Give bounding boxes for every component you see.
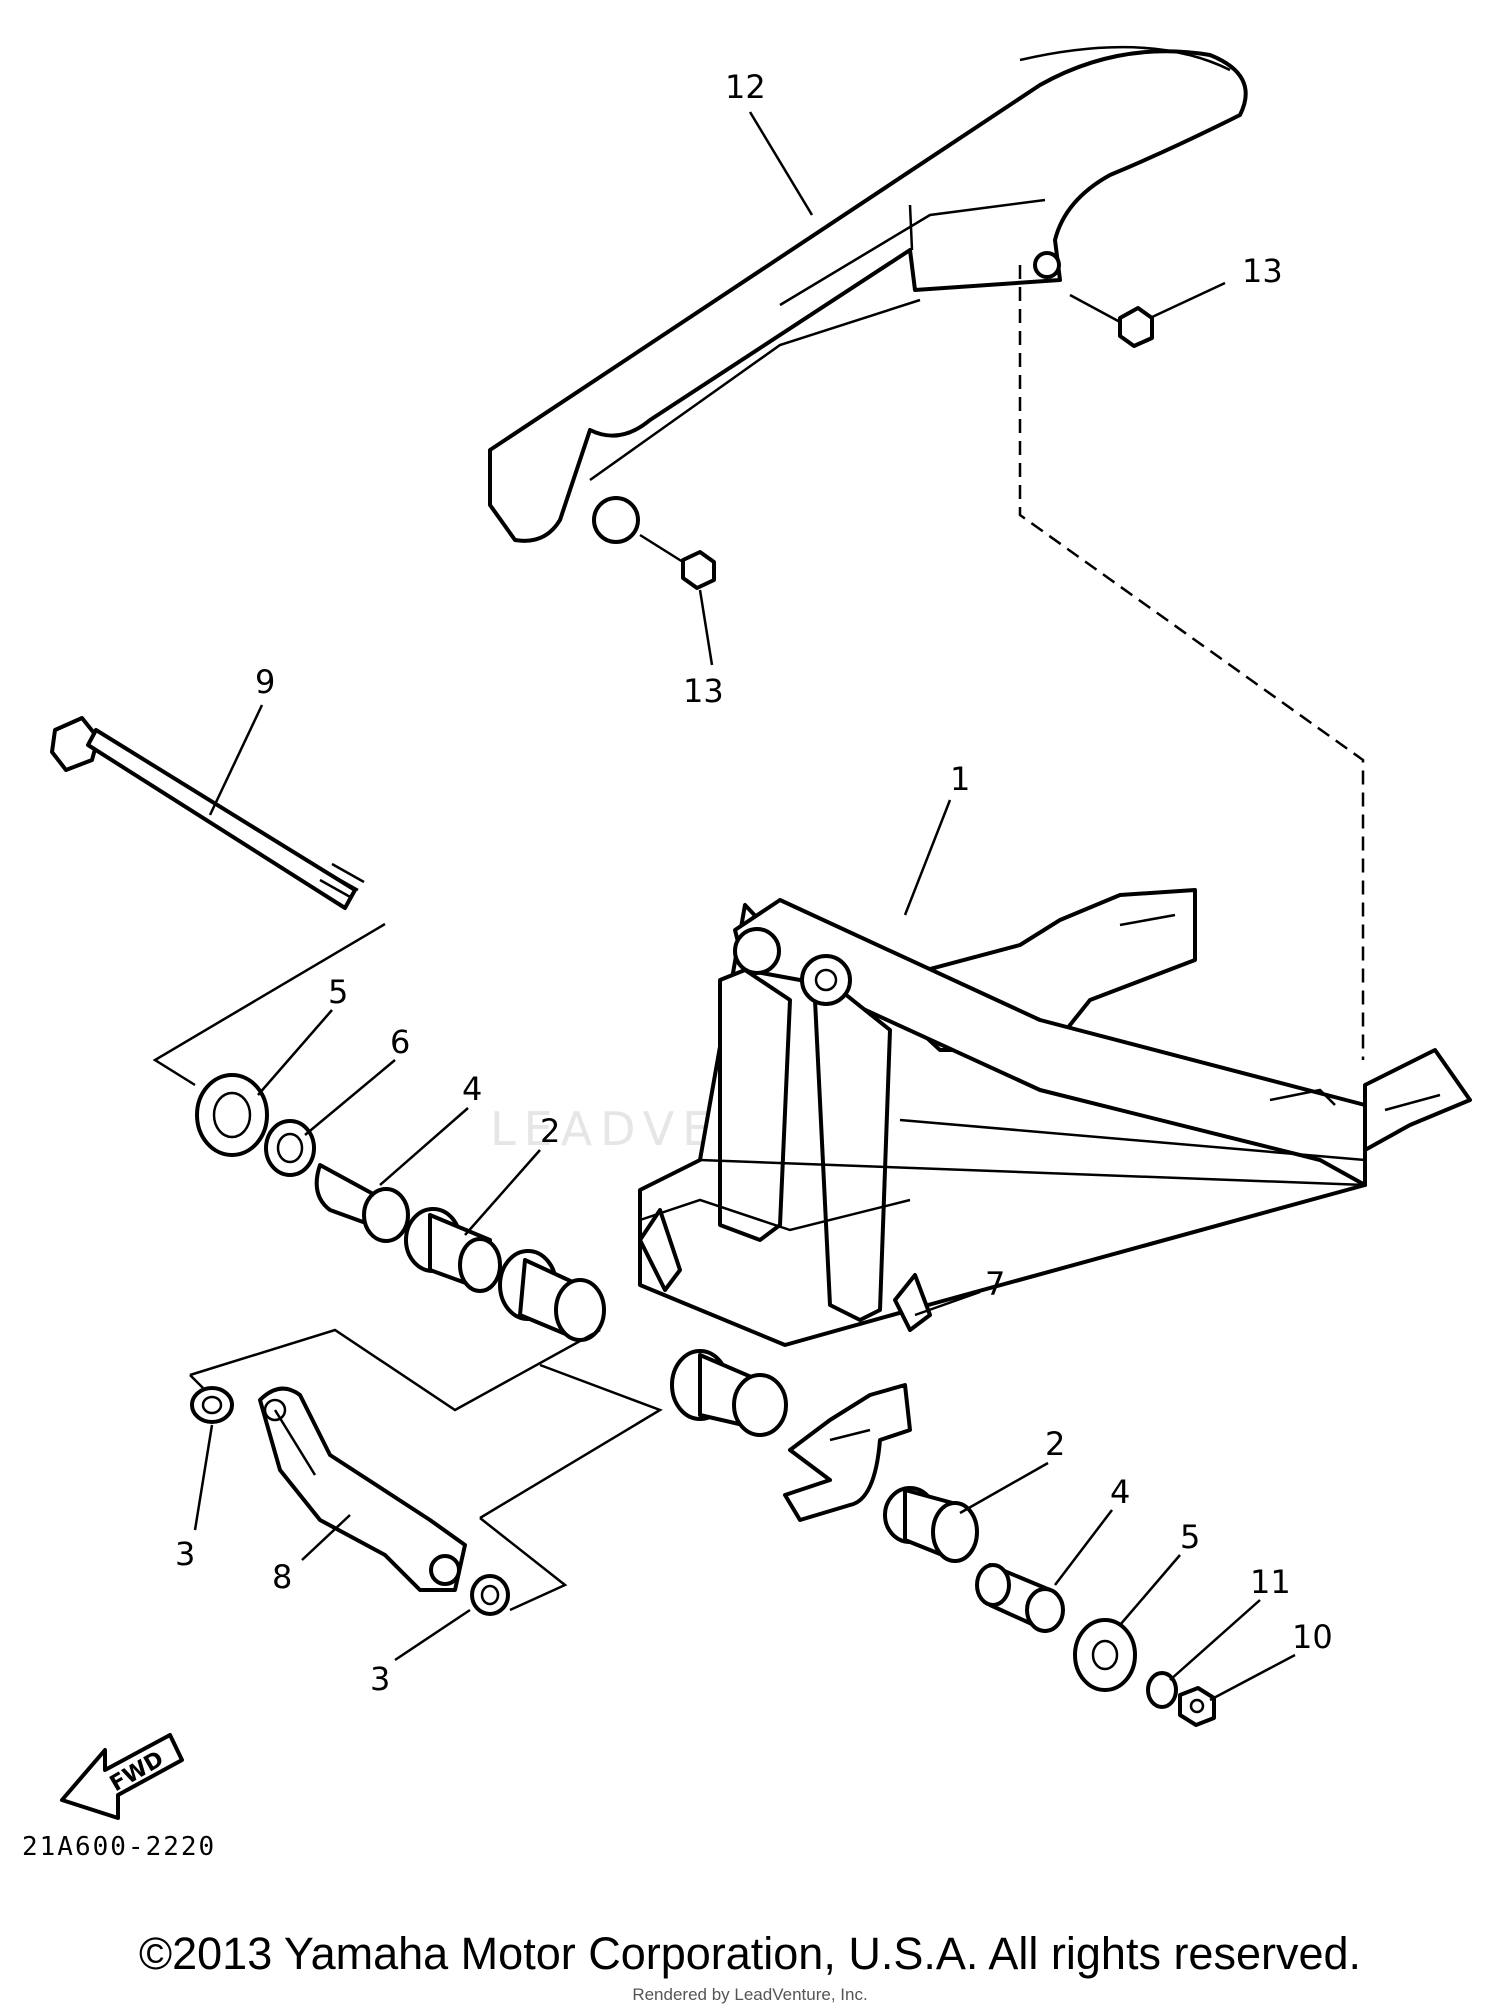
rendered-by-credit: Rendered by LeadVenture, Inc. xyxy=(632,1985,868,2004)
callout-2-right: 2 xyxy=(1045,1425,1065,1463)
bushing-2-right xyxy=(883,1486,979,1563)
callout-11: 11 xyxy=(1250,1563,1291,1601)
bracket-8-part xyxy=(258,1386,467,1592)
bolt-13-lower xyxy=(639,533,716,590)
callout-7: 7 xyxy=(985,1265,1005,1303)
swingarm-part xyxy=(638,888,1472,1347)
bushing-right-pivot xyxy=(670,1349,788,1437)
nut-10 xyxy=(1178,1686,1216,1727)
chain-guard-7 xyxy=(783,1383,912,1522)
pivot-shaft-part xyxy=(50,716,365,910)
bolt-13-upper xyxy=(1069,293,1154,348)
copyright-notice: ©2013 Yamaha Motor Corporation, U.S.A. A… xyxy=(138,1928,1362,1979)
callout-5-right: 5 xyxy=(1180,1518,1200,1556)
callout-13-lower: 13 xyxy=(683,672,724,710)
bushing-2-left xyxy=(404,1207,502,1293)
washer-11 xyxy=(1146,1671,1178,1709)
collar-4-right xyxy=(975,1563,1065,1633)
callout-2-left: 2 xyxy=(540,1112,560,1150)
callout-13-upper: 13 xyxy=(1242,252,1283,290)
washer-3-left xyxy=(190,1386,234,1424)
callout-1: 1 xyxy=(950,760,970,798)
washer-6 xyxy=(264,1119,316,1177)
callout-3-right: 3 xyxy=(370,1660,390,1698)
fwd-arrow-icon: FWD xyxy=(60,1733,184,1820)
callout-6: 6 xyxy=(390,1023,410,1061)
callout-3-left: 3 xyxy=(175,1535,195,1573)
bushing-left-pivot xyxy=(498,1249,606,1342)
oil-seal-5-right xyxy=(1073,1618,1137,1692)
callout-8: 8 xyxy=(272,1558,292,1596)
callout-12: 12 xyxy=(725,68,766,106)
chain-case-part xyxy=(488,45,1248,544)
callout-4-right: 4 xyxy=(1110,1473,1130,1511)
callout-4-left: 4 xyxy=(462,1070,482,1108)
oil-seal-5-left xyxy=(195,1073,269,1157)
diagram-code: 21A600-2220 xyxy=(22,1832,217,1862)
washer-3-right xyxy=(470,1574,510,1616)
leader-lines xyxy=(193,111,1296,1702)
collar-4-left xyxy=(314,1163,410,1243)
callout-5-left: 5 xyxy=(328,973,348,1011)
callout-10: 10 xyxy=(1292,1618,1333,1656)
callout-9: 9 xyxy=(255,663,275,701)
